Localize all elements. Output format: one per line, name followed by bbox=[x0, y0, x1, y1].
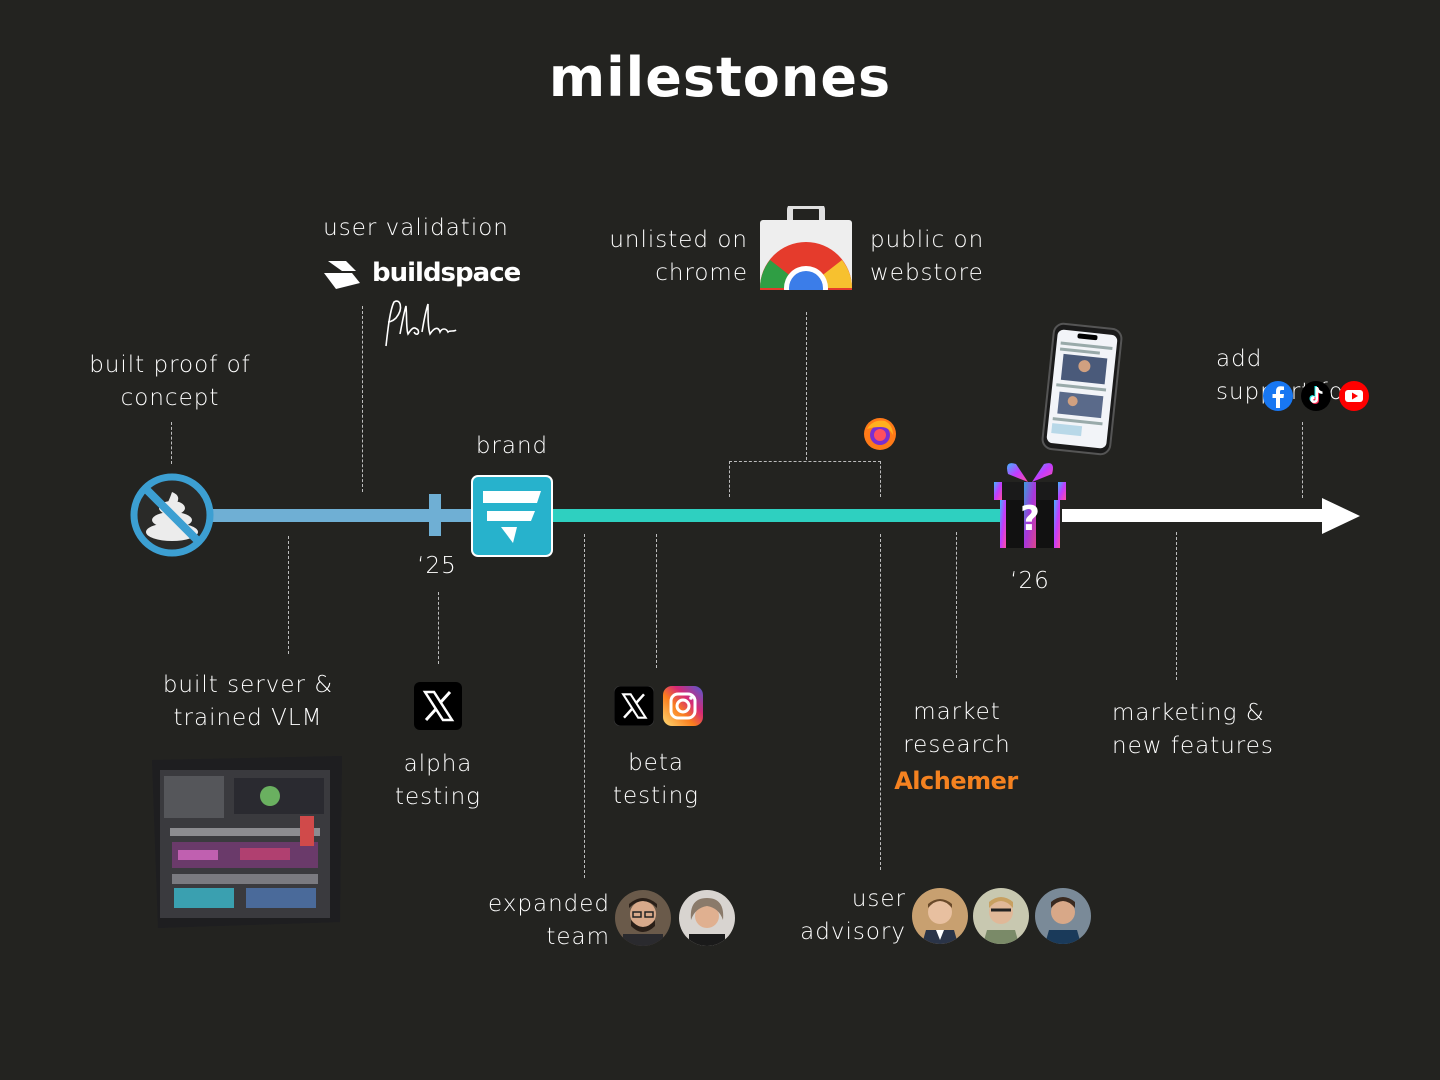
firefox-icon bbox=[863, 417, 897, 451]
x-logo bbox=[614, 686, 654, 726]
youtube-logo bbox=[1338, 380, 1370, 412]
timeline-phase-1 bbox=[200, 509, 480, 522]
connector bbox=[729, 461, 730, 497]
connector bbox=[171, 422, 172, 464]
connector bbox=[880, 534, 881, 870]
x-logo bbox=[414, 682, 462, 730]
user-advisory-label: user advisory bbox=[800, 886, 906, 945]
pleblab-signature bbox=[378, 298, 458, 350]
buildspace-wordmark: buildspace bbox=[372, 258, 521, 288]
connector bbox=[1302, 422, 1303, 498]
connector bbox=[438, 592, 439, 664]
marketing-label: marketing & new features bbox=[1112, 700, 1274, 759]
mystery-gift-icon: ? bbox=[990, 460, 1070, 552]
connector bbox=[584, 534, 585, 878]
beta-testing-label: beta testing bbox=[613, 750, 699, 809]
connector bbox=[362, 306, 363, 492]
connector bbox=[729, 461, 881, 462]
facebook-logo bbox=[1262, 380, 1294, 412]
expanded-team-label: expanded team bbox=[488, 891, 610, 950]
connector bbox=[806, 312, 807, 460]
year-26-label: ‘26 bbox=[1010, 568, 1050, 594]
server-photo bbox=[150, 756, 342, 932]
alchemer-logo: Alchemer bbox=[894, 767, 1018, 795]
phone-screenshot bbox=[1040, 322, 1124, 456]
connector bbox=[656, 534, 657, 668]
alpha-testing-label: alpha testing bbox=[395, 751, 481, 810]
connector bbox=[288, 536, 289, 654]
public-webstore-label: public on webstore bbox=[870, 227, 985, 286]
connector bbox=[880, 461, 881, 497]
year-25-label: ‘25 bbox=[417, 553, 457, 579]
server-vlm-label: built server & trained VLM bbox=[162, 672, 334, 731]
no-poop-icon bbox=[129, 472, 215, 558]
timeline-future bbox=[1062, 509, 1330, 522]
brand-label: brand bbox=[475, 433, 549, 459]
unlisted-chrome-label: unlisted on chrome bbox=[609, 227, 748, 286]
instagram-logo bbox=[663, 686, 703, 726]
svg-text:?: ? bbox=[1020, 499, 1040, 539]
tiktok-logo bbox=[1300, 380, 1332, 412]
brand-logo bbox=[471, 475, 553, 557]
connector bbox=[1176, 532, 1177, 680]
user-validation-label: user validation bbox=[323, 215, 509, 241]
avatar bbox=[679, 890, 735, 946]
timeline-phase-2 bbox=[550, 509, 1000, 522]
connector bbox=[956, 532, 957, 678]
avatar bbox=[973, 888, 1029, 944]
market-research-label: market research bbox=[903, 699, 1011, 758]
avatar bbox=[615, 890, 671, 946]
buildspace-logo bbox=[322, 257, 362, 291]
page-title: milestones bbox=[548, 46, 892, 109]
timeline-arrowhead bbox=[1322, 498, 1360, 534]
proof-of-concept-label: built proof of concept bbox=[89, 352, 251, 411]
avatar bbox=[912, 888, 968, 944]
timeline-tick-25 bbox=[429, 494, 441, 536]
avatar bbox=[1035, 888, 1091, 944]
chrome-webstore-icon bbox=[760, 206, 852, 290]
